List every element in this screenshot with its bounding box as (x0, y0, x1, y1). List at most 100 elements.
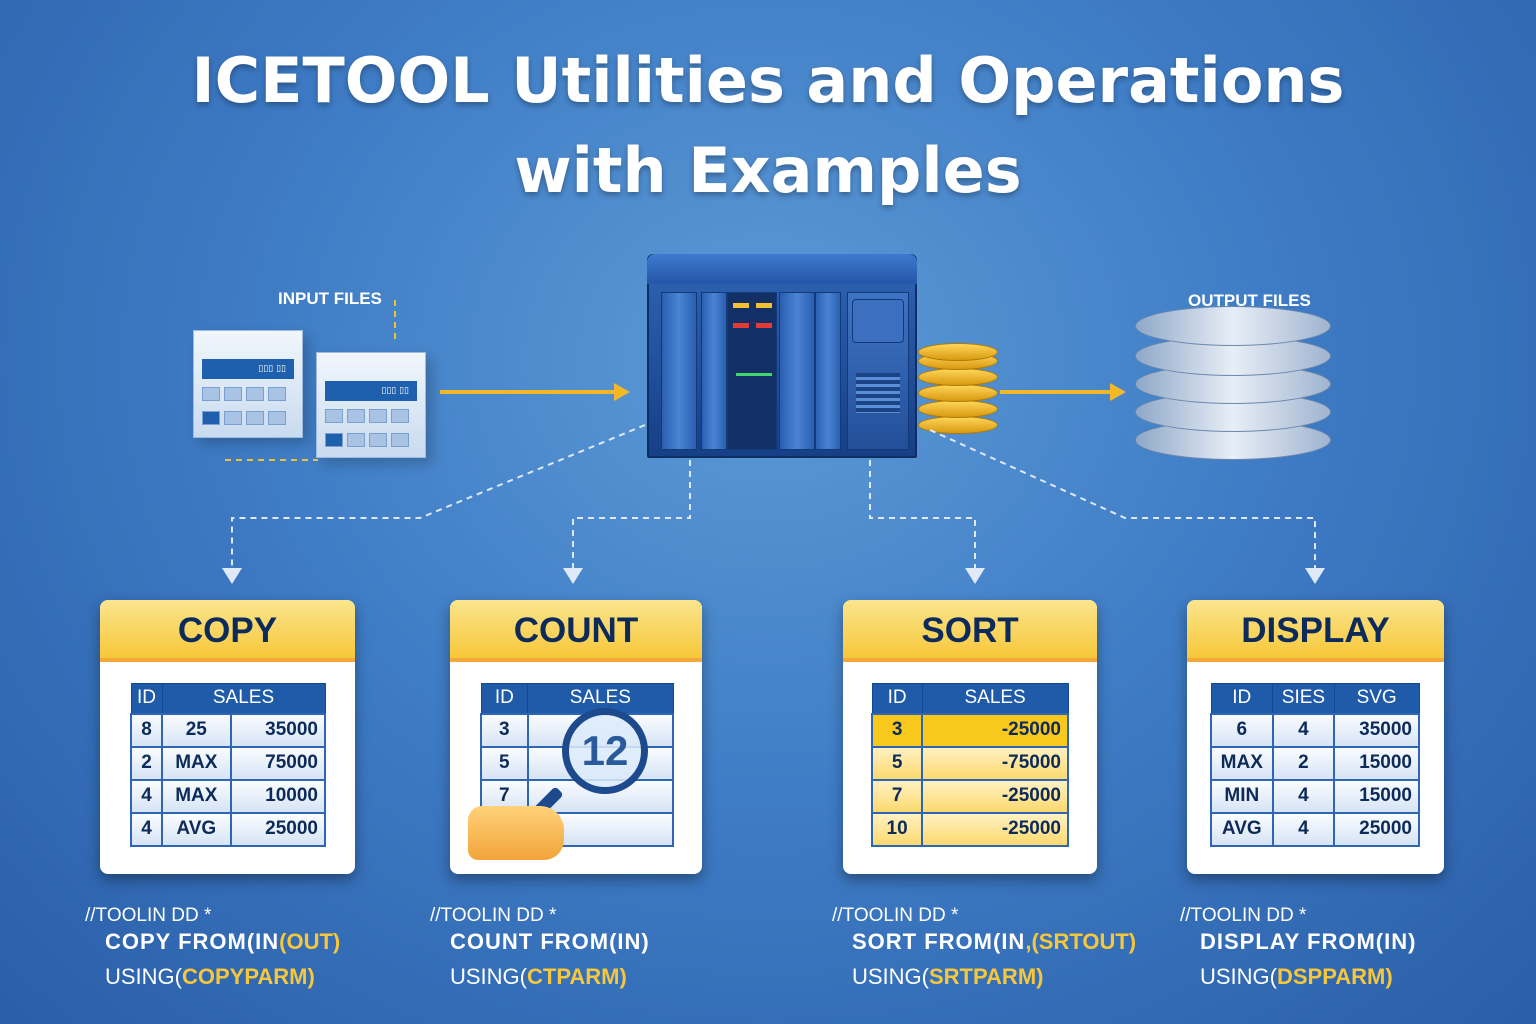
table-cell: 5 (870, 745, 924, 781)
table-header: ID (480, 683, 529, 714)
table-cell: MAX (1210, 745, 1274, 781)
copy-code-snippet: //TOOLIN DD * COPY FROM(IN(OUT) USING(CO… (85, 900, 340, 994)
table-row: 7-25000 (870, 778, 1069, 814)
code-comment: //TOOLIN DD * (1180, 905, 1307, 926)
copy-card-title: COPY (100, 600, 355, 662)
table-cell: 4 (129, 778, 164, 814)
sort-card-title: SORT (843, 600, 1097, 662)
input-file-icon: ▯▯▯ ▯▯ (316, 352, 426, 458)
table-cell: 3 (870, 712, 924, 748)
code-close: ) (307, 964, 315, 989)
table-cell: 7 (870, 778, 924, 814)
code-comment: //TOOLIN DD * (430, 905, 557, 926)
code-operation: COPY FROM(IN (105, 929, 280, 954)
table-cell: -25000 (921, 778, 1069, 814)
code-close: ) (1385, 964, 1393, 989)
table-cell: MAX (161, 745, 232, 781)
count-code-snippet: //TOOLIN DD * COUNT FROM(IN) USING(CTPAR… (430, 900, 650, 994)
table-cell: 25000 (1333, 811, 1420, 847)
table-cell: 4 (129, 811, 164, 847)
code-using: USING( (450, 964, 527, 989)
table-cell: -25000 (921, 712, 1069, 748)
table-cell: 35000 (1333, 712, 1420, 748)
table-header: SIES (1272, 683, 1335, 714)
table-header: SVG (1333, 683, 1420, 714)
table-cell: -25000 (921, 811, 1069, 847)
table-cell: 4 (1271, 811, 1336, 847)
magnifier-icon: 12 (562, 708, 648, 794)
code-comment: //TOOLIN DD * (85, 905, 212, 926)
table-cell: 5 (480, 745, 529, 781)
table-cell: AVG (161, 811, 232, 847)
code-parm: CTPARM (527, 964, 620, 989)
table-row: 10-25000 (870, 811, 1069, 847)
input-file-icon: ▯▯▯ ▯▯ (193, 330, 303, 438)
code-operation: COUNT FROM(IN) (450, 929, 650, 954)
table-cell: 3 (480, 712, 529, 748)
code-operation: DISPLAY FROM(IN) (1200, 929, 1417, 954)
table-header: ID (1210, 683, 1274, 714)
table-cell: 10000 (229, 778, 327, 814)
table-header: ID (130, 683, 163, 714)
table-cell: AVG (1210, 811, 1274, 847)
table-cell: 2 (1271, 745, 1336, 781)
table-cell: 10 (870, 811, 924, 847)
table-cell: 15000 (1333, 778, 1420, 814)
arrow-right-icon (1000, 383, 1126, 401)
table-cell: 8 (129, 712, 164, 748)
hand-icon (468, 806, 564, 860)
table-header: SALES (921, 683, 1069, 714)
title-line-2: with Examples (514, 134, 1022, 207)
table-cell: 25 (161, 712, 232, 748)
title-line-1: ICETOOL Utilities and Operations (191, 44, 1345, 117)
table-cell: 15000 (1333, 745, 1420, 781)
code-parm: COPYPARM (182, 964, 308, 989)
sort-code-snippet: //TOOLIN DD * SORT FROM(IN,(SRTOUT) USIN… (832, 900, 1136, 994)
table-cell: 2 (129, 745, 164, 781)
code-using: USING( (1200, 964, 1277, 989)
code-parm: SRTPARM (929, 964, 1037, 989)
table-cell: 4 (1271, 778, 1336, 814)
code-operation-tail: ,(SRTOUT) (1025, 929, 1137, 954)
table-header: ID (871, 683, 923, 714)
mainframe-server-icon (647, 254, 917, 458)
table-cell: 4 (1271, 712, 1336, 748)
table-cell: MIN (1210, 778, 1274, 814)
input-files-label: INPUT FILES (278, 289, 382, 308)
table-cell: 75000 (229, 745, 327, 781)
table-cell: -75000 (921, 745, 1069, 781)
output-files-label: OUTPUT FILES (1188, 291, 1311, 310)
code-operation-tail: (OUT) (279, 929, 341, 954)
table-header: SALES (161, 683, 326, 714)
code-close: ) (1036, 964, 1044, 989)
table-cell: 25000 (229, 811, 327, 847)
page-title: ICETOOL Utilities and Operations with Ex… (0, 36, 1536, 216)
code-operation: SORT FROM(IN (852, 929, 1026, 954)
table-row: 3-25000 (870, 712, 1069, 748)
table-cell: 6 (1210, 712, 1274, 748)
table-row: 5-75000 (870, 745, 1069, 781)
table-cell: MAX (161, 778, 232, 814)
count-card-title: COUNT (450, 600, 702, 662)
code-close: ) (619, 964, 627, 989)
code-parm: DSPPARM (1277, 964, 1386, 989)
table-cell: 35000 (229, 712, 327, 748)
display-code-snippet: //TOOLIN DD * DISPLAY FROM(IN) USING(DSP… (1180, 900, 1416, 994)
arrow-right-icon (440, 383, 630, 401)
